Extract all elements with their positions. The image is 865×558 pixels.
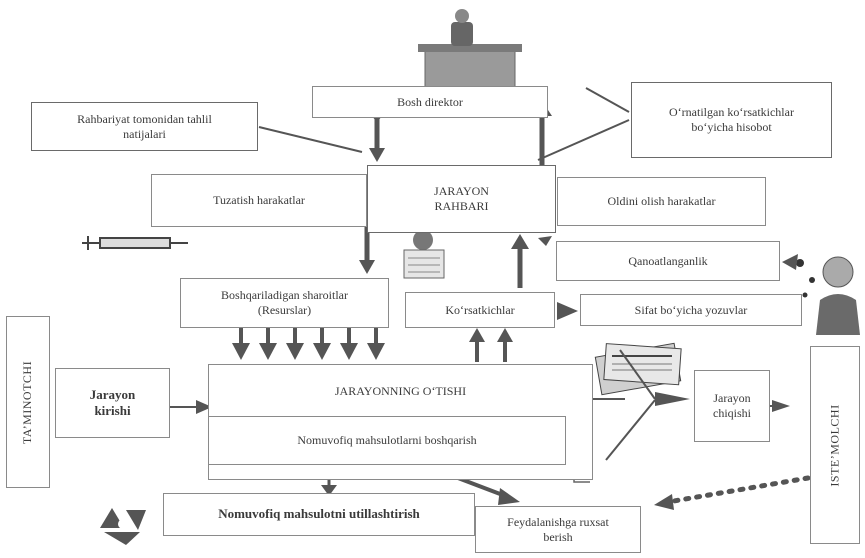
nomuvofiq-boshqarish-box: Nomuvofiq mahsulotlarni boshqarish <box>208 416 566 465</box>
jarayon-chiqishi-box: Jarayon chiqishi <box>694 370 770 442</box>
hisobot-box: O‘rnatilgan ko‘rsatkichlar bo‘yicha hiso… <box>631 82 832 158</box>
customer-thinking-icon <box>796 256 860 335</box>
taminotchi-label: TA’MINOTCHI <box>6 316 50 488</box>
qanoatlanganlik-box: Qanoatlanganlik <box>556 241 780 281</box>
oldini-olish-box: Oldini olish harakatlar <box>557 177 766 226</box>
utillashtirish-box: Nomuvofiq mahsulotni utillashtirish <box>163 493 475 536</box>
syringe-icon <box>82 236 188 250</box>
boshqariladigan-sharoitlar-box: Boshqariladigan sharoitlar (Resurslar) <box>180 278 389 328</box>
newspaper-icon <box>594 342 682 396</box>
jarayon-rahbari-box: JARAYON RAHBARI <box>367 165 556 233</box>
tuzatish-harakatlar-box: Tuzatish harakatlar <box>151 174 367 227</box>
bosh-direktor-box: Bosh direktor <box>312 86 548 118</box>
recycle-icon <box>100 508 146 545</box>
manager-reading-icon <box>403 230 445 279</box>
director-at-desk-icon <box>418 9 522 89</box>
istemolchi-label: ISTE’MOLCHI <box>810 346 860 544</box>
rahbariyat-tahlil-box: Rahbariyat tomonidan tahlil natijalari <box>31 102 258 151</box>
feydalanishga-box: Feydalanishga ruxsat berish <box>475 506 641 553</box>
korsatkichlar-box: Ko‘rsatkichlar <box>405 292 555 328</box>
sifat-yozuvlar-box: Sifat bo‘yicha yozuvlar <box>580 294 802 326</box>
jarayon-kirishi-box: Jarayon kirishi <box>55 368 170 438</box>
jarayonning-otishi-title: JARAYONNING O‘TISHI <box>334 383 467 398</box>
